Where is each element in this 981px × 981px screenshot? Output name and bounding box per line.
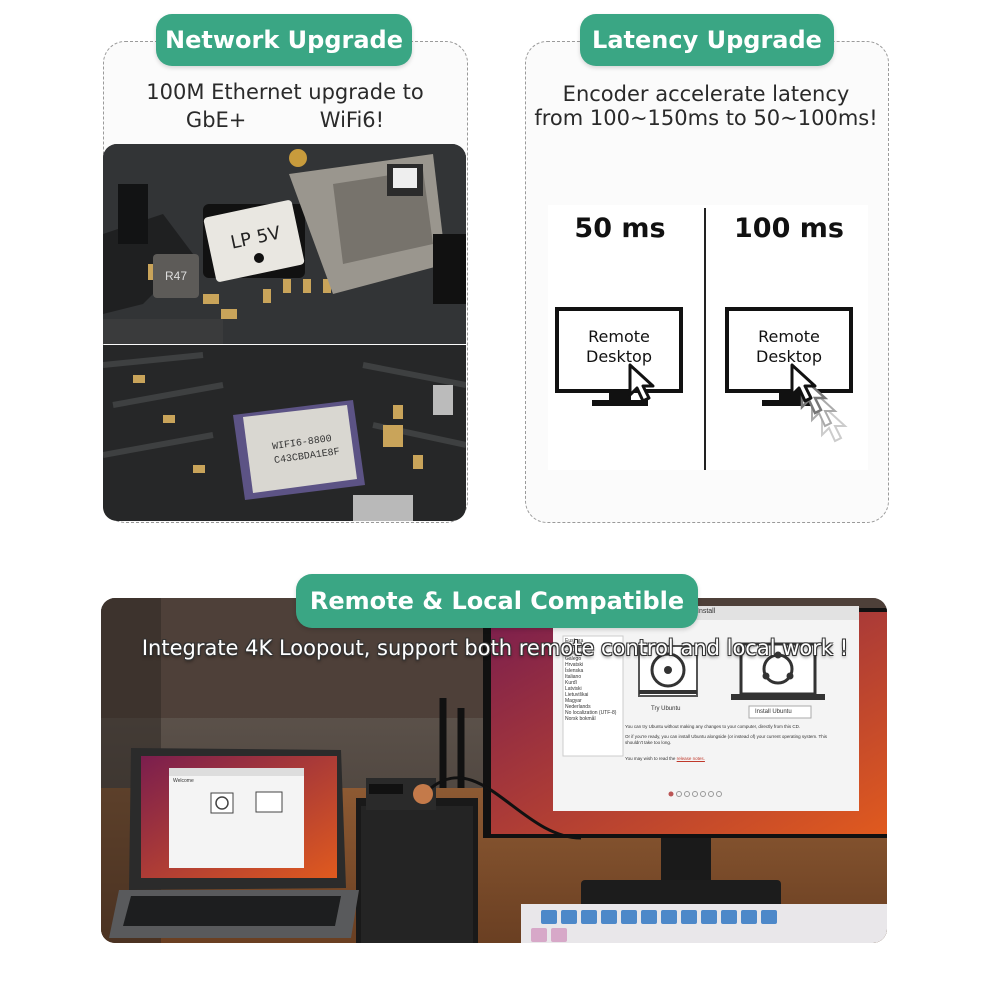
r47-label: R47 [165,269,187,283]
install-ubuntu-button[interactable]: Install Ubuntu [755,709,792,715]
wifi-module-illustration: WIFI6-8800 C43CBDA1E8F [103,345,466,521]
cursor-icon [628,363,655,403]
installer-desc-3: You may wish to read the release notes. [625,756,705,761]
installer-desc-2: Or if you're ready, you can install Ubun… [625,734,828,745]
installer-title: Install [697,608,716,615]
remote-local-badge: Remote & Local Compatible [296,574,698,628]
remote-local-photo: Install Euskara Français Gaeilge Galego … [101,598,887,943]
latency-divider [704,208,706,470]
latency-100ms-label: 100 ms [734,213,844,244]
latency-upgrade-badge: Latency Upgrade [580,14,834,66]
remote-local-caption: Integrate 4K Loopout, support both remot… [141,636,849,660]
language-item[interactable]: No localization (UTF-8) [565,710,617,716]
network-caption-gbe: GbE+ [185,108,247,132]
remote-desktop-monitor-50ms [555,307,683,406]
latency-caption: Encoder accelerate latency from 100~150m… [530,82,882,130]
remote-desktop-monitor-100ms [725,307,853,443]
laptop-welcome-title: Welcome [173,778,194,784]
remote-desktop-text-50ms: Remote Desktop [566,327,672,367]
network-upgrade-badge: Network Upgrade [156,14,412,66]
release-notes-prefix: You may wish to read the [625,756,676,761]
monitor-line2-100ms: Desktop [756,347,822,366]
language-item[interactable]: Euskara [565,638,584,644]
network-caption-line1: 100M Ethernet upgrade to [146,80,424,104]
latency-caption-line2: from 100~150ms to 50~100ms! [534,106,878,130]
language-item[interactable]: Gaeilge [565,650,583,656]
language-item[interactable]: Latviski [565,686,582,692]
language-item[interactable]: Italiano [565,674,582,680]
network-caption: 100M Ethernet upgrade to GbE+ WiFi6! [110,78,460,134]
cursor-trail-icon [790,363,848,443]
latency-50ms-label: 50 ms [574,213,666,244]
remote-desktop-text-100ms: Remote Desktop [736,327,842,367]
language-item[interactable]: Français [565,644,585,650]
desk-scene-illustration [101,598,887,943]
installer-language-list: Euskara Français Gaeilge Galego Hrvatski… [565,638,623,722]
ethernet-board-illustration: R47 LP 5V [103,144,466,344]
language-item[interactable]: Nederlands [565,704,591,710]
release-notes-link[interactable]: release notes. [676,756,705,761]
language-item[interactable]: Íslenska [565,668,584,674]
language-item[interactable]: Hrvatski [565,662,584,668]
language-item[interactable]: Kurdî [565,680,577,686]
network-caption-line2: GbE+ WiFi6! [110,106,460,134]
try-ubuntu-button[interactable]: Try Ubuntu [651,706,681,712]
monitor-line1-100ms: Remote [758,327,820,346]
monitor-line2-50ms: Desktop [586,347,652,366]
language-item[interactable]: Magyar [565,698,582,704]
network-caption-wifi: WiFi6! [319,108,385,132]
ethernet-board-photo: R47 LP 5V [103,144,466,344]
monitor-line1-50ms: Remote [588,327,650,346]
latency-caption-line1: Encoder accelerate latency [562,82,850,106]
wifi-module-photo: WIFI6-8800 C43CBDA1E8F [103,345,466,521]
language-item[interactable]: Galego [565,656,582,662]
language-item[interactable]: Norsk bokmål [565,716,596,722]
language-item[interactable]: Lietuviškai [565,692,589,698]
installer-desc-1: You can try Ubuntu without making any ch… [625,724,801,729]
